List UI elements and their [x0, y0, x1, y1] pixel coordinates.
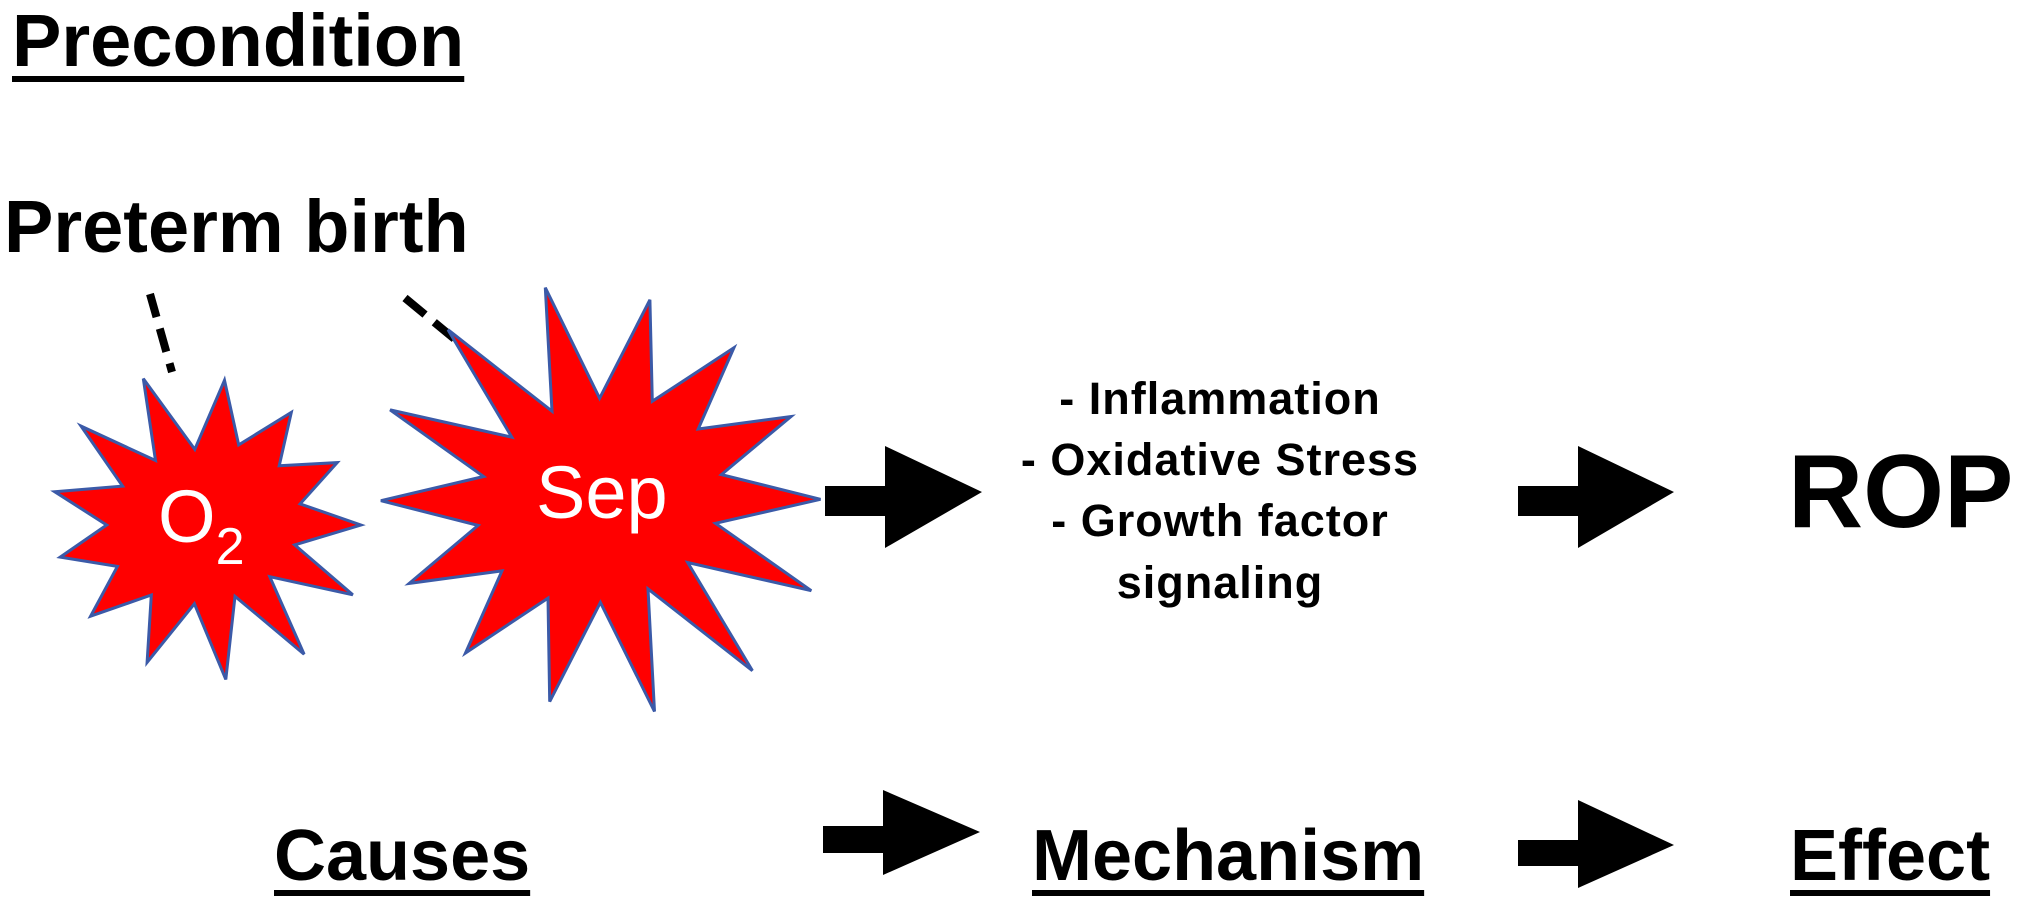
- precondition-heading: Precondition: [12, 0, 465, 82]
- mechanism-list: - Inflammation - Oxidative Stress - Grow…: [960, 368, 1480, 613]
- sepsis-burst-label: Sep: [536, 451, 668, 534]
- rop-outcome-label: ROP: [1788, 434, 2014, 550]
- causes-to-mechanism-footer-arrow: [823, 790, 980, 875]
- sepsis-burst-shape: [380, 287, 821, 713]
- mechanism-to-rop-arrow: [1518, 446, 1674, 548]
- mechanism-item: - Oxidative Stress: [1020, 434, 1420, 486]
- mechanism-item: signaling: [1116, 556, 1324, 608]
- o2-burst-shape: [50, 375, 366, 680]
- mechanism-item: - Inflammation: [1059, 373, 1381, 424]
- o2-burst: O2: [50, 375, 366, 680]
- mechanism-heading: Mechanism: [1032, 816, 1425, 896]
- sepsis-burst: Sep: [380, 287, 821, 713]
- causes-to-mechanism-arrow: [825, 446, 982, 548]
- mechanism-to-effect-footer-arrow: [1518, 800, 1674, 888]
- preterm-o2-connector: [146, 292, 176, 374]
- causes-heading: Causes: [274, 816, 531, 896]
- mechanism-item: - Growth factor: [1051, 495, 1389, 547]
- preterm-birth-label: Preterm birth: [4, 185, 469, 268]
- effect-heading: Effect: [1790, 816, 1991, 896]
- o2-burst-label: O2: [158, 475, 244, 576]
